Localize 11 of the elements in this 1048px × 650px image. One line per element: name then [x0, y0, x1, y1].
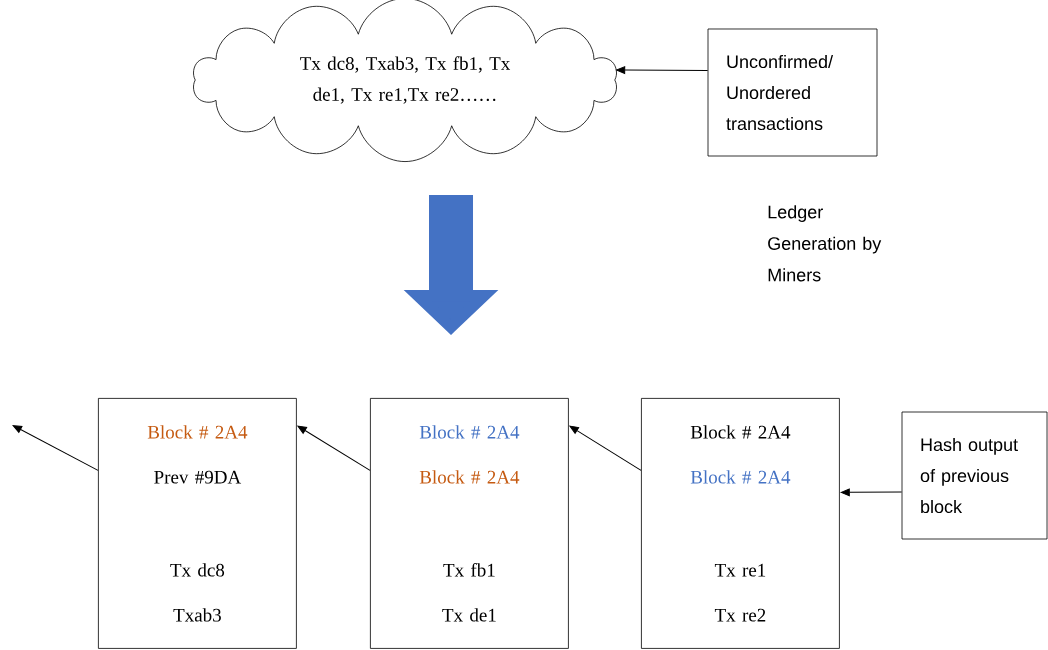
block-box: Block # 2A4 Block # 2A4 Tx re1 Tx re2: [641, 398, 840, 649]
text-box: Hash output of previous block: [901, 411, 1048, 540]
arrow: [840, 488, 903, 497]
arrow: [12, 425, 99, 471]
block-box: Block # 2A4 Prev #9DA Tx dc8 Txab3: [98, 398, 297, 649]
annotation-text: Ledger Generation by Miners: [768, 205, 882, 282]
arrow: [616, 66, 709, 74]
arrow: [297, 425, 371, 471]
arrow: [569, 425, 642, 471]
text-box: Unconfirmed/ Unordered transactions: [707, 28, 878, 157]
block-box: Block # 2A4 Block # 2A4 Tx fb1 Tx de1: [370, 398, 569, 649]
